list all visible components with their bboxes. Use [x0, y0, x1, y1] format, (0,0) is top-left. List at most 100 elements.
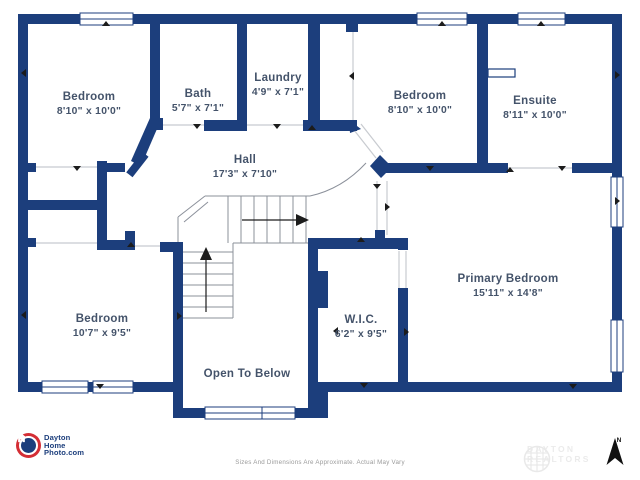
measure-marker-14 — [357, 237, 365, 242]
room-label-ensuite-name: Ensuite — [513, 95, 557, 107]
wall-bath-laundry-divider — [237, 24, 247, 131]
measure-marker-6 — [569, 384, 577, 389]
stairs-line-4 — [183, 201, 209, 223]
stairs-right-arrow-head — [296, 214, 309, 226]
logo-house-icon — [16, 433, 41, 458]
measure-marker-12 — [308, 125, 316, 130]
stairs-line-0 — [177, 195, 206, 218]
room-label-primary-bedroom-name: Primary Bedroom — [457, 273, 558, 285]
wall-wic-east-lower — [398, 288, 408, 392]
measure-marker-13 — [506, 167, 514, 172]
room-label-laundry-name: Laundry — [254, 72, 302, 84]
measure-marker-7 — [360, 383, 368, 388]
watermark-line-1: DAYTON — [527, 444, 576, 454]
realtor-watermark: DAYTON REALTORS — [522, 444, 591, 473]
wall-bedroom1-east — [150, 24, 160, 124]
measure-marker-16 — [21, 69, 26, 77]
measure-marker-0 — [73, 166, 81, 171]
wall-closet2-jamb — [346, 24, 358, 32]
measure-marker-24 — [385, 203, 390, 211]
wall-bedroom1-door-jamb — [97, 163, 125, 172]
logo-wordmark: Dayton Home Photo.com — [44, 434, 84, 457]
wall-passage-jamb — [375, 230, 385, 239]
door-leaf-bedroom1 — [126, 151, 149, 178]
globe-grid-icon — [523, 445, 551, 473]
room-label-bath-name: Bath — [185, 88, 212, 100]
room-label-bedroom-topleft-dims: 8'10" x 10'0" — [57, 106, 121, 117]
wall-left-stub-upper — [28, 163, 36, 172]
wall-wic-east-upper — [398, 238, 408, 250]
watermark-line-2: REALTORS — [527, 453, 591, 464]
room-label-hall-name: Hall — [234, 154, 256, 166]
measure-marker-10 — [438, 21, 446, 26]
room-label-bedroom-bottomleft-name: Bedroom — [76, 313, 129, 325]
room-label-primary-bedroom-dims: 15'11" x 14'8" — [473, 288, 543, 299]
compass-north-label: N — [616, 437, 622, 444]
wall-openbelow-west — [173, 242, 183, 418]
measure-marker-17 — [21, 311, 26, 319]
wall-wic-west — [308, 238, 318, 392]
watermark-text: DAYTON REALTORS — [527, 444, 591, 464]
wall-laundry-flare — [349, 120, 361, 133]
measure-marker-3 — [426, 166, 434, 171]
measure-marker-1 — [193, 124, 201, 129]
room-label-laundry-dims: 4'9" x 7'1" — [252, 87, 304, 98]
measure-marker-15 — [127, 242, 135, 247]
measure-marker-23 — [404, 328, 409, 336]
ensuite-shelf — [487, 68, 516, 78]
measure-marker-21 — [615, 197, 620, 205]
measure-marker-22 — [177, 312, 182, 320]
wall-bath-south — [204, 120, 247, 131]
wall-bedroom2-ensuite-divider — [477, 24, 488, 173]
room-label-bedroom-topright-dims: 8'10" x 10'0" — [388, 105, 452, 116]
wall-laundry-east — [308, 24, 320, 124]
wall-hall-south-west — [97, 240, 135, 250]
room-label-wic-dims: 6'2" x 9'5" — [335, 329, 387, 340]
opening-bedroom2-door-a — [353, 129, 377, 159]
disclaimer-text: Sizes And Dimensions Are Approximate. Ac… — [235, 459, 405, 466]
measure-marker-20 — [615, 71, 620, 79]
measure-marker-8 — [373, 184, 381, 189]
room-label-bedroom-topleft-name: Bedroom — [63, 91, 116, 103]
wall-wic-north — [308, 238, 408, 249]
wall-hall-south-east — [160, 242, 183, 252]
house-glyph — [16, 433, 27, 443]
measure-marker-2 — [273, 124, 281, 129]
measure-marker-4 — [558, 166, 566, 171]
measure-marker-11 — [537, 21, 545, 26]
opening-bedroom2-door-b — [360, 123, 384, 153]
dayton-home-photo-logo: Dayton Home Photo.com — [16, 433, 84, 458]
room-label-bedroom-bottomleft-dims: 10'7" x 9'5" — [73, 328, 131, 339]
room-labels: Bedroom 8'10" x 10'0" Bath 5'7" x 7'1" L… — [57, 72, 567, 380]
wall-left-stub-lower — [28, 238, 36, 247]
stairs-up-arrow-head — [200, 247, 212, 260]
room-label-hall-dims: 17'3" x 7'10" — [213, 169, 277, 180]
wall-chase — [308, 271, 328, 308]
logo-line-2: Home — [44, 440, 66, 450]
wall-hall-ne-diagonal — [370, 155, 392, 178]
room-label-ensuite-dims: 8'11" x 10'0" — [503, 110, 567, 121]
room-label-bedroom-topright-name: Bedroom — [394, 90, 447, 102]
wall-primary-north-east — [572, 163, 612, 173]
wall-closet-divider — [18, 200, 98, 210]
logo-line-3: Photo.com — [44, 448, 85, 458]
wall-outer-bottom-right — [318, 382, 622, 392]
room-label-wic-name: W.I.C. — [344, 314, 377, 326]
compass: N — [604, 437, 634, 465]
north-arrow-icon — [606, 438, 624, 465]
wall-closet-east — [97, 161, 107, 249]
wall-laundry-south — [303, 120, 357, 131]
room-label-open-to-below: Open To Below — [204, 368, 291, 380]
measure-marker-5 — [96, 384, 104, 389]
wall-primary-north-west — [381, 163, 508, 173]
wall-bedroom1-diagonal — [131, 118, 160, 166]
measure-marker-9 — [102, 21, 110, 26]
logo-line-1: Dayton — [44, 433, 71, 442]
wall-outer-top — [18, 14, 622, 24]
measure-marker-18 — [349, 72, 354, 80]
stairs-rail-curve — [309, 162, 367, 197]
wall-bedroom3-door-jamb — [125, 231, 135, 240]
measure-marker-19 — [333, 327, 338, 335]
